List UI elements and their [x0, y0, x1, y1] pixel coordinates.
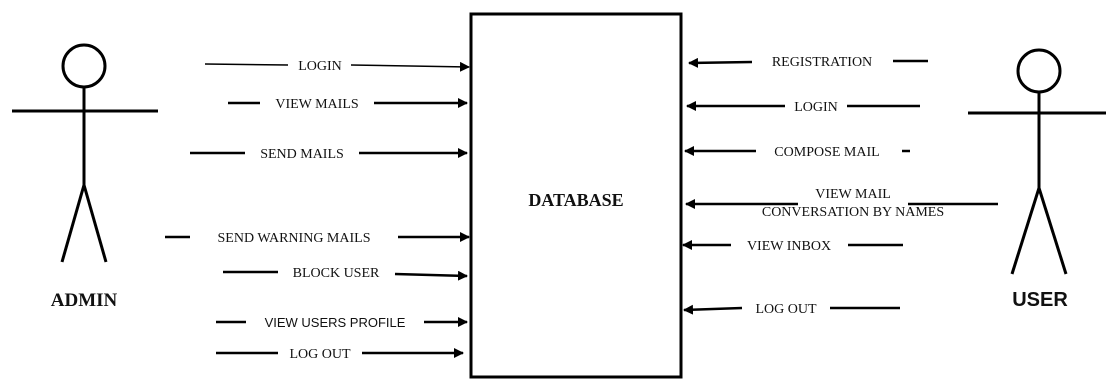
user-flow-compose-mail-label: COMPOSE MAIL	[774, 145, 879, 160]
admin-flow-log-out: LOG OUT	[216, 347, 464, 362]
user-left-leg	[1010, 187, 1041, 275]
admin-name: ADMIN	[51, 290, 118, 311]
admin-flow-view-users-profile-label: VIEW USERS PROFILE	[265, 315, 406, 330]
user-name: USER	[1012, 289, 1068, 311]
database-label: DATABASE	[528, 190, 623, 210]
admin-flow-view-mails: VIEW MAILS	[228, 97, 468, 112]
admin-flow-login-label: LOGIN	[298, 59, 342, 74]
admin-head	[61, 43, 107, 89]
user-flow-login: LOGIN	[686, 100, 920, 115]
admin-flow-log-out-label: LOG OUT	[289, 347, 350, 362]
user-flow-log-out: LOG OUT	[683, 302, 900, 317]
admin-right-leg	[82, 184, 108, 263]
admin-flow-block-user: BLOCK USER	[223, 266, 468, 281]
admin-flow-send-warning-mails: SEND WARNING MAILS	[165, 231, 470, 246]
user-head	[1016, 48, 1062, 94]
user-flow-registration: REGISTRATION	[688, 55, 928, 70]
user-flow-login-label: LOGIN	[794, 100, 838, 115]
admin-flow-login: LOGIN	[204, 59, 470, 74]
user-flow-registration-label: REGISTRATION	[772, 55, 872, 70]
admin-flow-send-warning-mails-label: SEND WARNING MAILS	[218, 231, 371, 246]
admin-flow-block-user-label: BLOCK USER	[293, 266, 380, 281]
user-flow-log-out-label: LOG OUT	[755, 302, 816, 317]
admin-flow-view-mails-label: VIEW MAILS	[275, 97, 358, 112]
database-box	[469, 12, 683, 379]
admin-left-leg	[60, 184, 86, 263]
user-flow-view-inbox-label: VIEW INBOX	[747, 239, 831, 254]
user-flow-compose-mail: COMPOSE MAIL	[684, 145, 910, 160]
user-actor	[968, 48, 1106, 275]
user-flow-view-mail-label: VIEW MAIL	[815, 187, 891, 202]
admin-actor	[12, 43, 158, 263]
admin-flow-send-mails: SEND MAILS	[190, 147, 468, 162]
user-flow-view-inbox: VIEW INBOX	[682, 239, 903, 254]
user-flow-view-mail-conversation: VIEW MAIL CONVERSATION BY NAMES	[685, 187, 998, 220]
user-flow-conversation-by-names-label: CONVERSATION BY NAMES	[762, 205, 944, 220]
admin-flow-send-mails-label: SEND MAILS	[260, 147, 344, 162]
user-right-leg	[1037, 187, 1068, 275]
admin-flow-view-users-profile: VIEW USERS PROFILE	[216, 315, 468, 330]
